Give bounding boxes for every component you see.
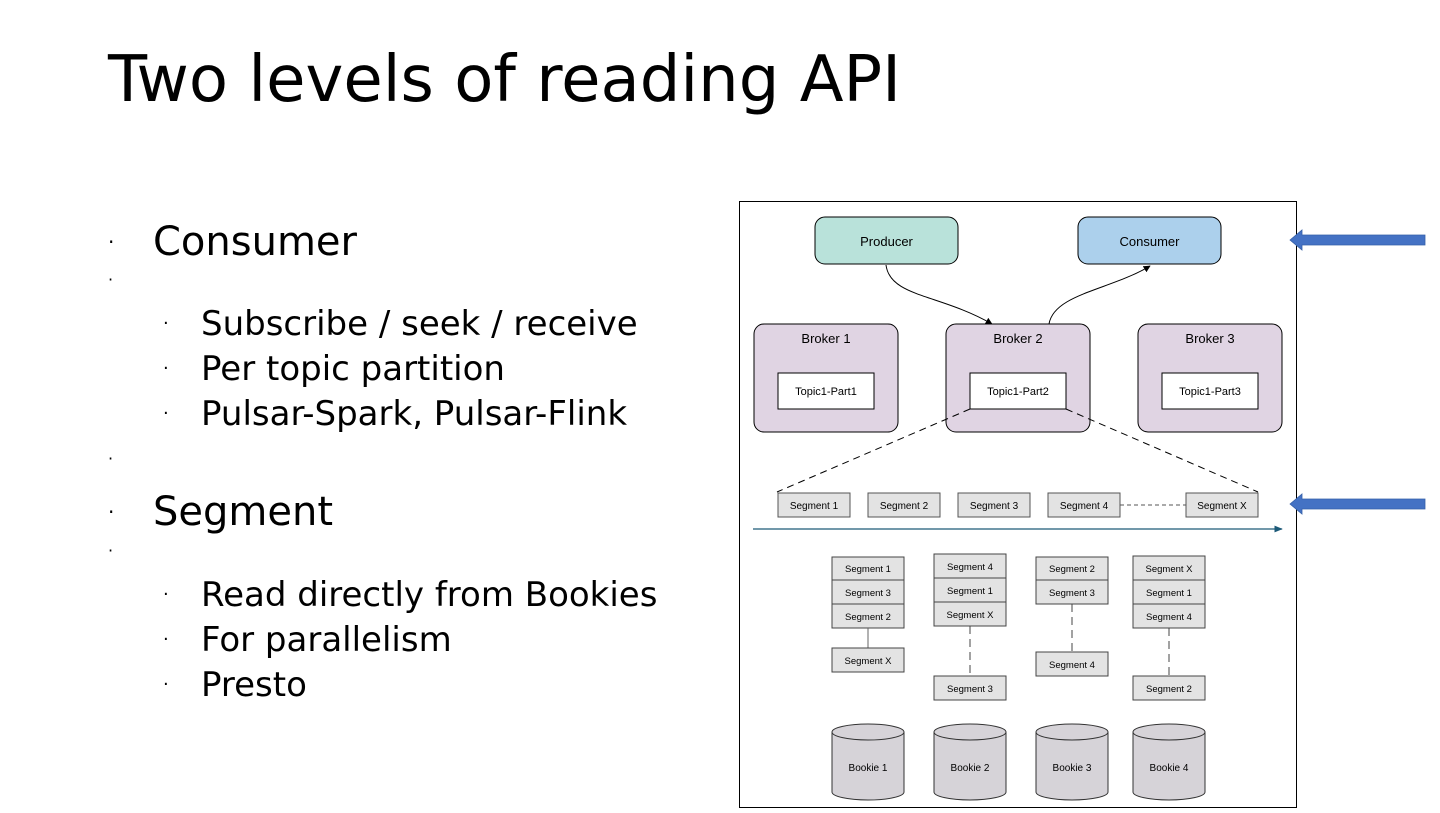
produce-arrow bbox=[885, 264, 993, 325]
broker-label: Broker 3 bbox=[1185, 331, 1234, 346]
segment-box: Segment 2 bbox=[867, 492, 941, 518]
topic-partition-label: Topic1-Part2 bbox=[987, 386, 1049, 398]
pulsar-architecture-diagram: Producer Consumer Broker 1 Topic1-Part1 … bbox=[739, 201, 1297, 808]
bookie-node: Bookie 3 bbox=[1035, 723, 1109, 801]
bullet-text: Presto bbox=[201, 665, 307, 705]
segment-label: Segment X bbox=[1197, 501, 1247, 512]
bullet-text: Per topic partition bbox=[201, 349, 505, 389]
segment-label: Segment 2 bbox=[1049, 564, 1095, 575]
bookie-cylinder-body bbox=[933, 732, 1007, 801]
broker-label: Broker 1 bbox=[801, 331, 850, 346]
bookie-cylinder-body bbox=[831, 732, 905, 801]
broker-1: Broker 1 Topic1-Part1 bbox=[753, 323, 899, 433]
expand-line-right bbox=[1065, 408, 1259, 493]
bullet-dot: · bbox=[163, 674, 169, 695]
segment-box: Segment X bbox=[1185, 492, 1259, 518]
broker-3: Broker 3 Topic1-Part3 bbox=[1137, 323, 1283, 433]
segment-label: Segment 3 bbox=[970, 501, 1019, 512]
segment-box: Segment 4 bbox=[1047, 492, 1121, 518]
slide-title: Two levels of reading API bbox=[108, 43, 901, 117]
segment-label: Segment 2 bbox=[880, 501, 929, 512]
bookie-cylinder-body bbox=[1035, 732, 1109, 801]
segment-label: Segment 3 bbox=[947, 684, 993, 695]
topic-partition-label: Topic1-Part3 bbox=[1179, 386, 1241, 398]
bullet-dot: · bbox=[108, 230, 115, 254]
bookie-stack-4: Segment X Segment 1 Segment 4 Segment 2 bbox=[1132, 555, 1206, 701]
segment-label: Segment 4 bbox=[1146, 612, 1192, 623]
segment-box: Segment 1 bbox=[777, 492, 851, 518]
segment-label: Segment 2 bbox=[845, 612, 891, 623]
bullet-text: Pulsar-Spark, Pulsar-Flink bbox=[201, 394, 628, 434]
producer-node: Producer bbox=[814, 216, 959, 265]
producer-label: Producer bbox=[860, 234, 913, 249]
segment-label: Segment 1 bbox=[947, 586, 993, 597]
segment-label: Segment 4 bbox=[947, 562, 993, 573]
bookie-node: Bookie 2 bbox=[933, 723, 1007, 801]
segment-label: Segment 3 bbox=[1049, 588, 1095, 599]
segment-box: Segment 3 bbox=[957, 492, 1031, 518]
bookie-cylinder-top bbox=[933, 723, 1007, 741]
bullet-dot: · bbox=[108, 541, 114, 560]
bullet-list: · Consumer · · Subscribe / seek / receiv… bbox=[108, 0, 728, 810]
bullet-dot: · bbox=[163, 358, 169, 379]
bookie-label: Bookie 3 bbox=[1053, 763, 1092, 774]
bullet-text: Read directly from Bookies bbox=[201, 575, 658, 615]
bullet-dot: · bbox=[163, 629, 169, 650]
bullet-dot: · bbox=[108, 449, 114, 468]
consumer-node: Consumer bbox=[1077, 216, 1222, 265]
topic-partition-label: Topic1-Part1 bbox=[795, 386, 857, 398]
bullet-text: For parallelism bbox=[201, 620, 452, 660]
bookie-stack-2: Segment 4 Segment 1 Segment X Segment 3 bbox=[933, 553, 1007, 701]
consumer-level-arrow bbox=[1289, 229, 1426, 251]
consumer-label: Consumer bbox=[1120, 234, 1181, 249]
bookie-cylinder-body bbox=[1132, 732, 1206, 801]
segment-label: Segment X bbox=[947, 610, 995, 621]
segment-label: Segment X bbox=[845, 656, 893, 667]
bookie-cylinder-top bbox=[1035, 723, 1109, 741]
bullet-text: Subscribe / seek / receive bbox=[201, 304, 638, 344]
diagram-canvas: Producer Consumer Broker 1 Topic1-Part1 … bbox=[753, 216, 1283, 801]
bookie-cylinder-top bbox=[831, 723, 905, 741]
bookie-cylinder-top bbox=[1132, 723, 1206, 741]
bullet-text: Segment bbox=[153, 489, 333, 535]
segment-label: Segment 1 bbox=[845, 564, 891, 575]
bookie-label: Bookie 1 bbox=[849, 763, 888, 774]
bullet-dot: · bbox=[163, 403, 169, 424]
bookie-node: Bookie 4 bbox=[1132, 723, 1206, 801]
bullet-dot: · bbox=[108, 270, 114, 289]
bookie-label: Bookie 2 bbox=[951, 763, 990, 774]
segment-label: Segment 4 bbox=[1060, 501, 1109, 512]
bullet-text: Consumer bbox=[153, 219, 357, 265]
bullet-dot: · bbox=[163, 313, 169, 334]
bookie-stack-1: Segment 1 Segment 3 Segment 2 Segment X bbox=[831, 556, 905, 673]
broker-label: Broker 2 bbox=[993, 331, 1042, 346]
segment-label: Segment X bbox=[1146, 564, 1194, 575]
bookie-label: Bookie 4 bbox=[1150, 763, 1189, 774]
segment-label: Segment 4 bbox=[1049, 660, 1095, 671]
segment-row: Segment 1 Segment 2 Segment 3 Segment 4 … bbox=[777, 492, 1259, 518]
segment-label: Segment 1 bbox=[1146, 588, 1192, 599]
segment-label: Segment 1 bbox=[790, 501, 839, 512]
bookie-stack-3: Segment 2 Segment 3 Segment 4 bbox=[1035, 556, 1109, 677]
broker-2: Broker 2 Topic1-Part2 bbox=[945, 323, 1091, 433]
bookie-node: Bookie 1 bbox=[831, 723, 905, 801]
segment-label: Segment 3 bbox=[845, 588, 891, 599]
segment-level-arrow bbox=[1289, 493, 1426, 515]
bullet-dot: · bbox=[108, 500, 115, 524]
segment-label: Segment 2 bbox=[1146, 684, 1192, 695]
consume-arrow bbox=[1048, 265, 1151, 325]
bullet-dot: · bbox=[163, 584, 169, 605]
